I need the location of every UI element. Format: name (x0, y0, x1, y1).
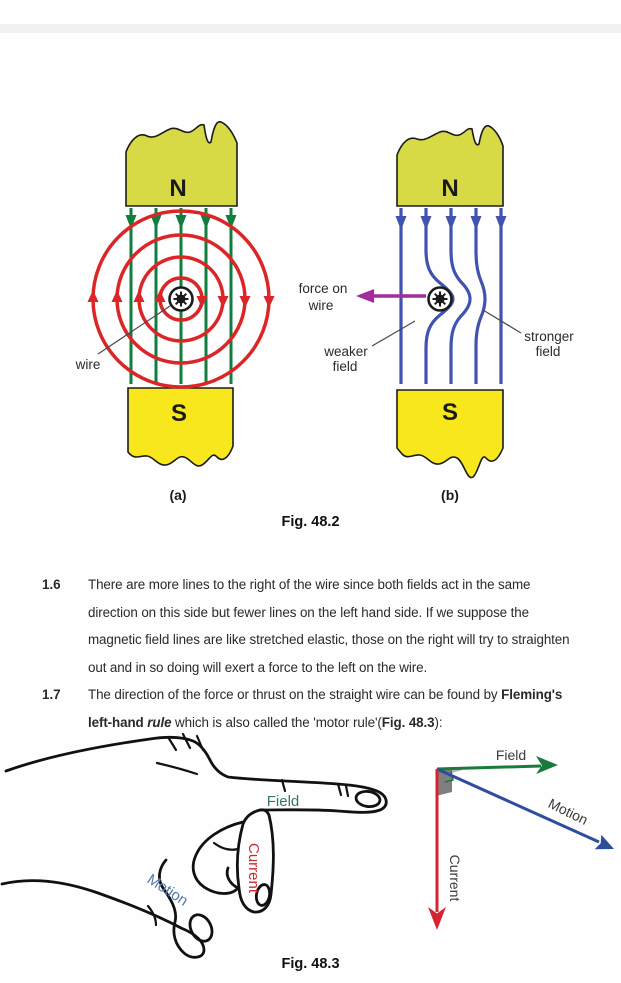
knuckle-creases (155, 732, 350, 798)
paragraph-number-1-7: 1.7 (42, 687, 61, 702)
field-line-arrowheads (395, 216, 507, 230)
hand-current-label: Current (245, 843, 262, 894)
forefinger-nail (354, 789, 382, 809)
wire-into-page-symbol (427, 286, 453, 312)
axes-field-label: Field (496, 747, 526, 763)
force-arrowhead (356, 289, 374, 303)
thumb-nail (188, 913, 214, 943)
curled-finger-crease (225, 866, 240, 890)
fig-48-2-caption: Fig. 48.2 (281, 514, 340, 530)
weaker-field-line2: field (333, 359, 358, 374)
field-axis-shaft (436, 764, 542, 771)
fig-48-3-caption: Fig. 48.3 (281, 956, 340, 972)
motion-axis-arrowhead (594, 834, 614, 850)
distorted-field-lines (399, 208, 503, 384)
north-pole-magnet (396, 124, 504, 207)
stronger-field-line1: stronger (524, 329, 574, 344)
page-top-divider (0, 24, 621, 33)
north-pole-label: N (169, 175, 186, 202)
fig-48-2-panel-a: N S (75, 120, 275, 503)
weaker-field-line1: weaker (323, 344, 368, 359)
stronger-field-line2: field (536, 344, 561, 359)
palm-crease (212, 841, 240, 851)
south-pole-label: S (171, 400, 187, 427)
field-axis-arrowhead (536, 756, 558, 774)
axes-motion-label: Motion (546, 795, 591, 828)
middle-finger-nail (254, 883, 272, 907)
paragraph-number-1-6: 1.6 (42, 577, 61, 592)
panel-b-caption: (b) (441, 487, 459, 503)
wire-into-page-symbol (168, 286, 194, 312)
flemings-left-hand-illustration (0, 732, 388, 959)
wire-leader-line (97, 305, 171, 355)
thumb-base-crease (146, 904, 158, 927)
fig-48-2-panel-b: N S (299, 124, 574, 503)
north-pole-label: N (441, 175, 458, 202)
field-line-arrowheads (125, 215, 237, 229)
weaker-field-leader (371, 320, 416, 347)
stronger-field-leader (482, 309, 522, 334)
hand-outline-top (4, 735, 388, 814)
north-pole-magnet (125, 120, 238, 207)
south-pole-magnet (127, 387, 234, 467)
south-pole-label: S (442, 399, 458, 426)
thumb-outline (0, 858, 206, 959)
axes-current-label: Current (447, 855, 463, 902)
current-axis-arrowhead (428, 907, 446, 930)
paragraph-1-7-text: The direction of the force or thrust on … (88, 687, 563, 730)
hand-motion-label: Motion (144, 871, 191, 910)
force-label-line1: force on (299, 281, 348, 296)
paragraph-1-6-text: There are more lines to the right of the… (88, 577, 570, 675)
wire-label: wire (75, 357, 101, 372)
motion-axis-shaft (436, 767, 600, 844)
hand-field-label: Field (267, 793, 300, 810)
force-label-line2: wire (308, 298, 334, 313)
south-pole-magnet (396, 389, 504, 479)
panel-a-caption: (a) (169, 487, 186, 503)
flemings-axes-diagram: Field Motion Current (428, 747, 614, 930)
middle-finger-outline (235, 808, 275, 914)
circle-arrowheads (87, 290, 275, 308)
curled-fingers-outline (191, 820, 245, 895)
